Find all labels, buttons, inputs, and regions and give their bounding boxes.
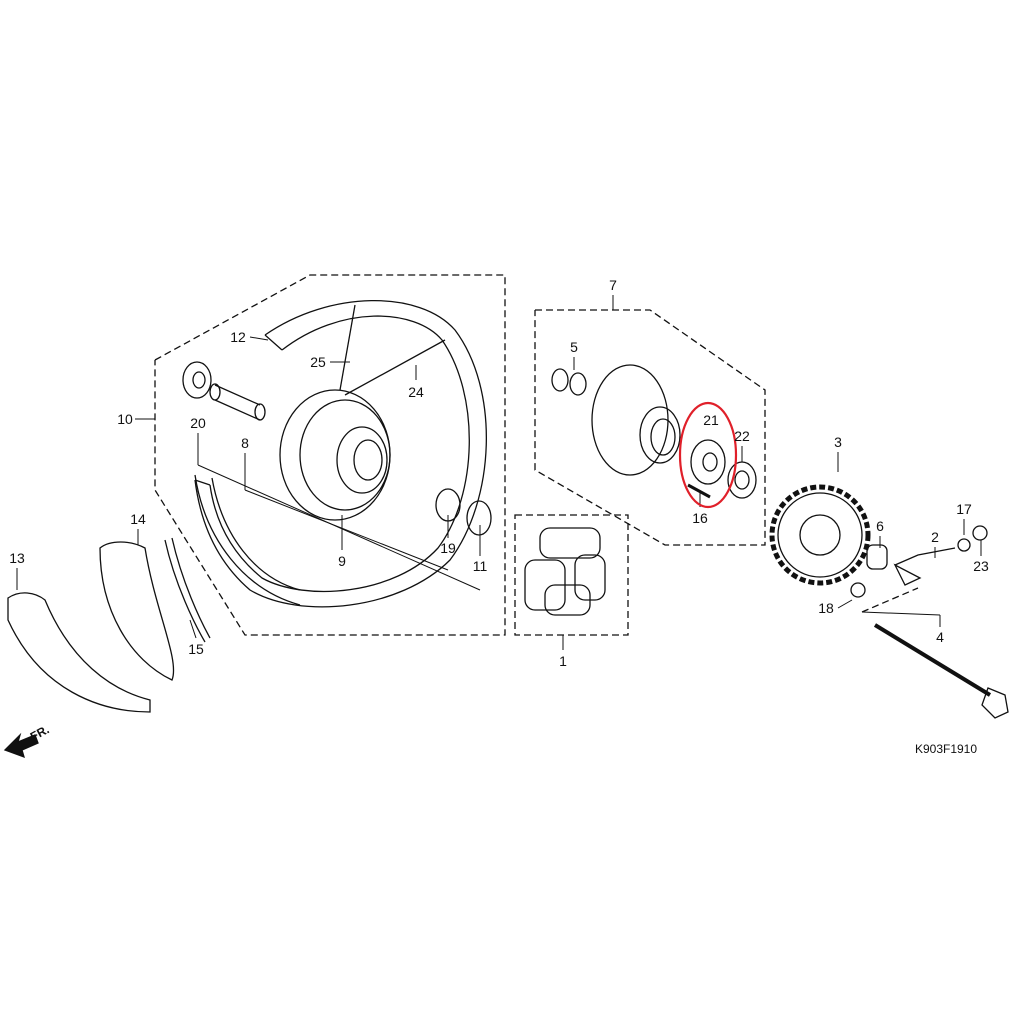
callout-13[interactable]: 13 [9, 550, 25, 566]
callout-14[interactable]: 14 [130, 511, 146, 527]
callout-12[interactable]: 12 [230, 329, 246, 345]
highlight-circle [678, 401, 738, 509]
sprocket-3 [769, 484, 871, 586]
callout-25[interactable]: 25 [310, 354, 326, 370]
adjuster-2 [893, 547, 956, 586]
callout-20[interactable]: 20 [190, 415, 206, 431]
bearing-20 [182, 361, 212, 399]
oil-seal-22 [727, 461, 757, 499]
callout-9[interactable]: 9 [338, 553, 346, 569]
sprocket-hub-7 [591, 364, 681, 476]
bearing-19 [435, 488, 461, 522]
callout-22[interactable]: 22 [734, 428, 750, 444]
leader-lines [16, 295, 982, 650]
callout-6[interactable]: 6 [876, 518, 884, 534]
nut-23 [972, 525, 988, 541]
front-arrow-icon [3, 732, 39, 759]
axle-4 [873, 623, 1009, 719]
callout-7[interactable]: 7 [609, 277, 617, 293]
callout-2[interactable]: 2 [931, 529, 939, 545]
callout-4[interactable]: 4 [936, 629, 944, 645]
bearing-21 [690, 439, 726, 485]
callout-3[interactable]: 3 [834, 434, 842, 450]
rim-band [194, 474, 301, 606]
callout-5[interactable]: 5 [570, 339, 578, 355]
callout-10[interactable]: 10 [117, 411, 133, 427]
nut-18 [850, 582, 866, 598]
callout-1[interactable]: 1 [559, 653, 567, 669]
nut-17 [957, 538, 971, 552]
callout-18[interactable]: 18 [818, 600, 834, 616]
callout-21[interactable]: 21 [703, 412, 719, 428]
collar-8 [209, 383, 266, 421]
wheel-hub [279, 304, 446, 521]
collar-5 [551, 368, 587, 396]
callout-11[interactable]: 11 [472, 558, 488, 574]
tube-14 [99, 541, 175, 681]
circlip-11 [466, 500, 492, 536]
wheel-rim [194, 299, 488, 608]
callout-23[interactable]: 23 [973, 558, 989, 574]
stud-16 [687, 483, 711, 499]
rim-band-15 [164, 537, 211, 643]
callout-16[interactable]: 16 [692, 510, 708, 526]
callout-17[interactable]: 17 [956, 501, 972, 517]
group-outlines [154, 274, 919, 636]
tire-13 [7, 592, 151, 713]
damper-rubbers-1 [524, 527, 606, 616]
collar-6 [866, 544, 888, 570]
callout-15[interactable]: 15 [188, 641, 204, 657]
callout-19[interactable]: 19 [440, 540, 456, 556]
callout-8[interactable]: 8 [241, 435, 249, 451]
callout-24[interactable]: 24 [408, 384, 424, 400]
diagram-code: K903F1910 [914, 742, 978, 756]
